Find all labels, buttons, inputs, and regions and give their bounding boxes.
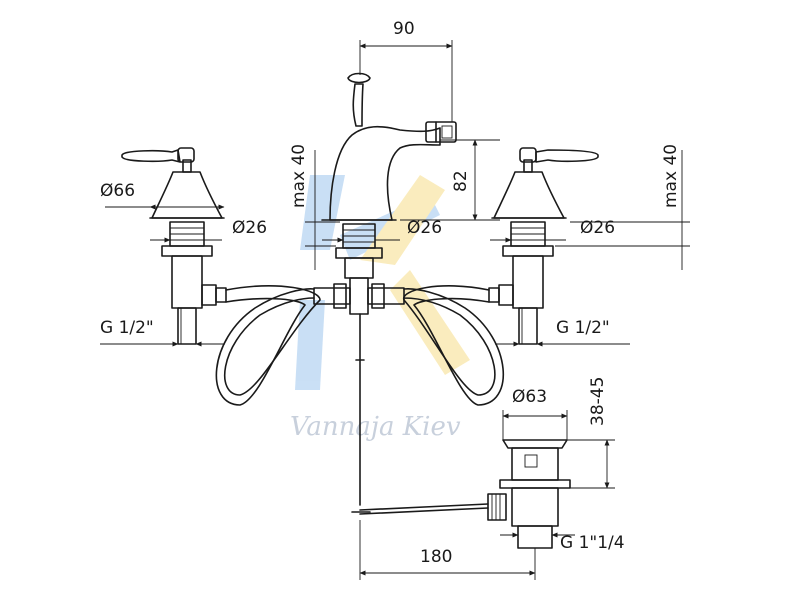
left-valve <box>121 147 227 345</box>
dim-38-45-label: 38-45 <box>588 377 608 426</box>
watermark-yellow-shape-2 <box>390 270 470 375</box>
pop-up-waste <box>359 439 571 549</box>
dim-max40-left-label: max 40 <box>289 144 309 208</box>
dim-max40-right-label: max 40 <box>661 144 681 208</box>
dim-thread-right-label: G 1/2" <box>556 318 610 338</box>
dimension-lines <box>100 40 690 580</box>
watermark-logo <box>295 175 470 390</box>
dim-dia26-center-label: Ø26 <box>407 218 442 238</box>
dim-dia26-right-label: Ø26 <box>580 218 615 238</box>
dimension-labels: 90 max 40 82 max 40 Ø66 Ø26 Ø26 Ø26 G 1/… <box>100 19 681 567</box>
watermark-text: Vannaja Kiev <box>290 412 461 442</box>
flexible-hoses <box>215 285 505 406</box>
watermark-blue-shape-3 <box>295 300 325 390</box>
dim-90-label: 90 <box>393 19 415 39</box>
dim-180-label: 180 <box>420 547 452 567</box>
dim-dia66-label: Ø66 <box>100 181 135 201</box>
dim-dia26-left-label: Ø26 <box>232 218 267 238</box>
watermark-blue-shape <box>300 175 345 250</box>
dim-dia63-label: Ø63 <box>512 387 547 407</box>
center-spout <box>313 72 457 513</box>
dim-thread-left-label: G 1/2" <box>100 318 154 338</box>
dim-thread-waste-label: G 1"1/4 <box>560 533 625 553</box>
right-valve <box>488 147 599 345</box>
dim-82-label: 82 <box>451 170 471 192</box>
